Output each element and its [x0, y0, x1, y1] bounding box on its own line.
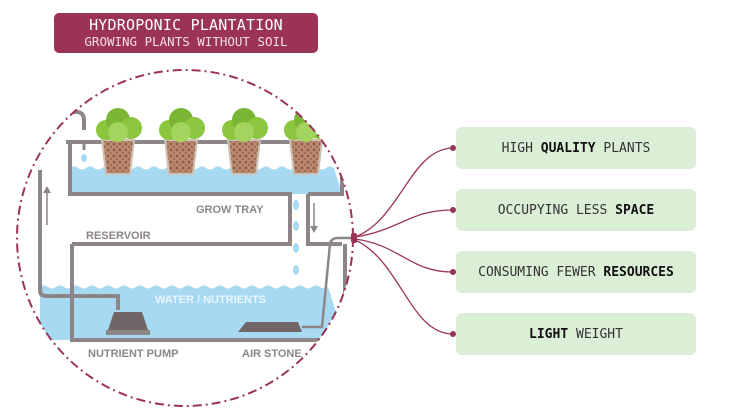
grow-tray	[68, 142, 292, 246]
connector-dot-1	[450, 145, 456, 151]
plant-2	[159, 108, 205, 175]
connectors	[354, 147, 453, 335]
benefit-less-space: OCCUPYING LESS SPACE	[456, 189, 696, 231]
title-banner: HYDROPONIC PLANTATION GROWING PLANTS WIT…	[54, 13, 318, 53]
label-water: WATER / NUTRIENTS	[155, 294, 266, 306]
plant-3	[222, 108, 268, 175]
connector-hub	[351, 233, 357, 243]
water-drops	[81, 154, 299, 275]
connector-2	[354, 209, 453, 238]
benefit-high-quality: HIGH QUALITY PLANTS	[456, 127, 696, 169]
connector-dot-4	[450, 331, 456, 337]
air-line	[302, 236, 353, 329]
label-grow-tray: GROW TRAY	[196, 204, 264, 216]
title: HYDROPONIC PLANTATION	[89, 16, 283, 34]
down-arrow-icon	[310, 226, 318, 233]
connector-4	[354, 239, 453, 335]
subtitle: GROWING PLANTS WITHOUT SOIL	[84, 34, 288, 49]
grow-tray-water	[70, 166, 342, 194]
label-pump: NUTRIENT PUMP	[88, 348, 178, 360]
benefit-light-weight: LIGHT WEIGHT	[456, 313, 696, 355]
pump-pipe	[70, 110, 86, 130]
connector-1	[354, 147, 453, 238]
up-arrow-icon	[43, 186, 51, 193]
label-reservoir: RESERVOIR	[86, 230, 151, 242]
return-pipe	[38, 170, 120, 310]
connector-dot-3	[450, 269, 456, 275]
nutrient-pump	[108, 312, 148, 330]
plant-1	[96, 108, 142, 175]
connector-dot-2	[450, 207, 456, 213]
air-stone	[238, 322, 302, 332]
label-air-stone: AIR STONE	[242, 348, 302, 360]
benefit-fewer-resources: CONSUMING FEWER RESOURCES	[456, 251, 696, 293]
connector-3	[354, 238, 453, 273]
